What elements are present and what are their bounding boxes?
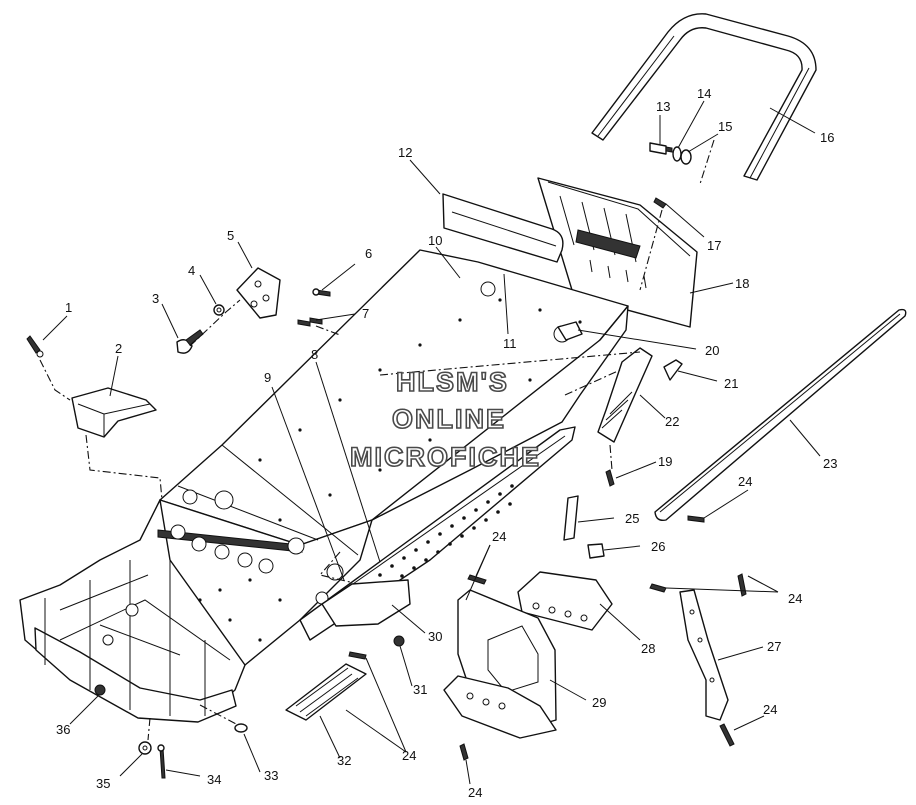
part-4-nut[interactable]: [213, 304, 225, 316]
part-34-bolt[interactable]: [157, 744, 166, 779]
callout-24-e[interactable]: 24: [402, 748, 416, 763]
part-21-clip[interactable]: [663, 359, 683, 381]
callout-28[interactable]: 28: [641, 641, 655, 656]
part-19-pin[interactable]: [605, 469, 615, 487]
callout-14[interactable]: 14: [697, 86, 711, 101]
part-36-grommet[interactable]: [94, 684, 106, 696]
callout-25[interactable]: 25: [625, 511, 639, 526]
part-26-cap[interactable]: [587, 543, 605, 559]
part-15-nut[interactable]: [680, 149, 692, 165]
callout-32[interactable]: 32: [337, 753, 351, 768]
part-24-screws[interactable]: [348, 515, 747, 761]
part-13-bolt[interactable]: [649, 142, 673, 155]
callout-24-b[interactable]: 24: [738, 474, 752, 489]
part-25-clip[interactable]: [563, 495, 579, 541]
callout-7[interactable]: 7: [362, 306, 369, 321]
callout-11[interactable]: 11: [503, 336, 517, 351]
callout-18[interactable]: 18: [735, 276, 749, 291]
watermark-line-2: ONLINE: [392, 404, 506, 434]
part-3-bolt[interactable]: [176, 329, 204, 354]
part-22-guard[interactable]: [597, 347, 653, 443]
part-2-bracket[interactable]: [71, 387, 157, 438]
part-6-bolt[interactable]: [312, 288, 331, 297]
callout-31[interactable]: 31: [413, 682, 427, 697]
callout-34[interactable]: 34: [207, 772, 221, 787]
callout-24-f[interactable]: 24: [468, 785, 482, 800]
callout-24-c[interactable]: 24: [788, 591, 802, 606]
callout-21[interactable]: 21: [724, 376, 738, 391]
callout-5[interactable]: 5: [227, 228, 234, 243]
part-33-cap[interactable]: [234, 723, 248, 733]
part-14-washer[interactable]: [672, 146, 682, 162]
part-16-rear-grab-bar[interactable]: [591, 13, 817, 181]
callout-6[interactable]: 6: [365, 246, 372, 261]
callout-27[interactable]: 27: [767, 639, 781, 654]
alignment-center-lines: [39, 139, 715, 741]
part-12-trim-plate[interactable]: [442, 193, 564, 263]
callout-leader-lines: [42, 100, 821, 785]
part-32-skid-plate[interactable]: [285, 663, 367, 721]
callout-13[interactable]: 13: [656, 99, 670, 114]
callout-23[interactable]: 23: [823, 456, 837, 471]
callout-22[interactable]: 22: [665, 414, 679, 429]
callout-33[interactable]: 33: [264, 768, 278, 783]
callout-12[interactable]: 12: [398, 145, 412, 160]
chassis-tunnel[interactable]: [19, 249, 629, 723]
callout-19[interactable]: 19: [658, 454, 672, 469]
callout-labels: 1 2 3 4 5 6 7 8 9 10 11 12 13 14 15 16 1…: [56, 86, 837, 800]
part-30-bracket[interactable]: [321, 579, 411, 627]
watermark-line-3: MICROFICHE: [350, 442, 541, 472]
part-5-mount-bracket[interactable]: [236, 267, 281, 319]
watermark: HLSM'S ONLINE MICROFICHE: [349, 366, 541, 473]
callout-29[interactable]: 29: [592, 695, 606, 710]
callout-24-a[interactable]: 24: [492, 529, 506, 544]
part-27-bracket-strap[interactable]: [679, 589, 729, 721]
callout-35[interactable]: 35: [96, 776, 110, 791]
callout-30[interactable]: 30: [428, 629, 442, 644]
part-31-nut[interactable]: [393, 635, 405, 647]
part-1-bolt[interactable]: [26, 335, 44, 358]
callout-2[interactable]: 2: [115, 341, 122, 356]
callout-1[interactable]: 1: [65, 300, 72, 315]
watermark-line-1: HLSM'S: [396, 367, 509, 397]
callout-16[interactable]: 16: [820, 130, 834, 145]
callout-15[interactable]: 15: [718, 119, 732, 134]
part-23-slide-rail[interactable]: [654, 308, 907, 522]
callout-9[interactable]: 9: [264, 370, 271, 385]
part-20-plate[interactable]: [557, 321, 583, 341]
part-17-screw[interactable]: [653, 197, 667, 209]
callout-24-d[interactable]: 24: [763, 702, 777, 717]
callout-36[interactable]: 36: [56, 722, 70, 737]
callout-26[interactable]: 26: [651, 539, 665, 554]
callout-8[interactable]: 8: [311, 347, 318, 362]
callout-3[interactable]: 3: [152, 291, 159, 306]
callout-20[interactable]: 20: [705, 343, 719, 358]
part-29-side-panel[interactable]: [443, 589, 557, 739]
callout-10[interactable]: 10: [428, 233, 442, 248]
callout-4[interactable]: 4: [188, 263, 195, 278]
part-35-nut[interactable]: [138, 741, 152, 755]
part-28-heat-exchanger-bracket[interactable]: [517, 571, 613, 631]
callout-17[interactable]: 17: [707, 238, 721, 253]
